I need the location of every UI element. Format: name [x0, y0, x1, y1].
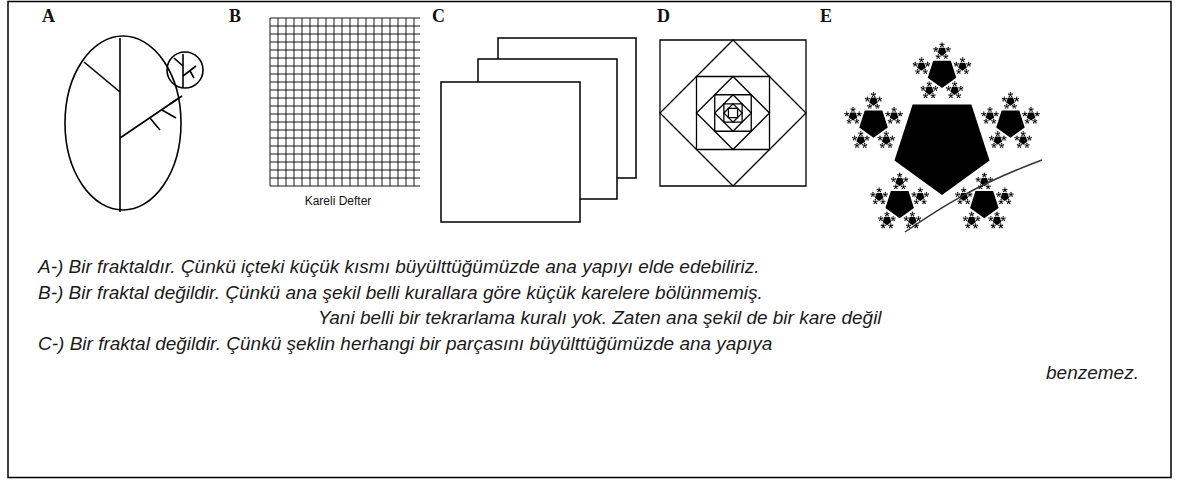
- handwritten-answer: benzemez.: [1046, 362, 1139, 384]
- figure-letter: A: [42, 6, 55, 27]
- handwritten-answer: A-) Bir fraktaldır. Çünkü içteki küçük k…: [38, 256, 760, 278]
- nested-squares: [660, 40, 806, 186]
- grid-figure: [270, 18, 420, 186]
- figure-letter: E: [820, 6, 832, 27]
- pen-stroke: [905, 160, 1042, 232]
- figure-letter: B: [229, 6, 241, 27]
- handwritten-answer: C-) Bir fraktal değildir. Çünkü şeklin h…: [38, 333, 772, 355]
- figure-letter: D: [657, 6, 670, 27]
- figure-caption: Kareli Defter: [305, 194, 372, 208]
- stacked-squares: [441, 38, 636, 222]
- handwritten-answer: Yani belli bir tekrarlama kuralı yok. Za…: [318, 307, 882, 329]
- frame-border: [8, 2, 1171, 478]
- tree-figure: [65, 36, 203, 212]
- figure-letter: C: [432, 6, 445, 27]
- pentaflake: [844, 42, 1040, 228]
- handwritten-answer: B-) Bir fraktal değildir. Çünkü ana şeki…: [38, 282, 763, 304]
